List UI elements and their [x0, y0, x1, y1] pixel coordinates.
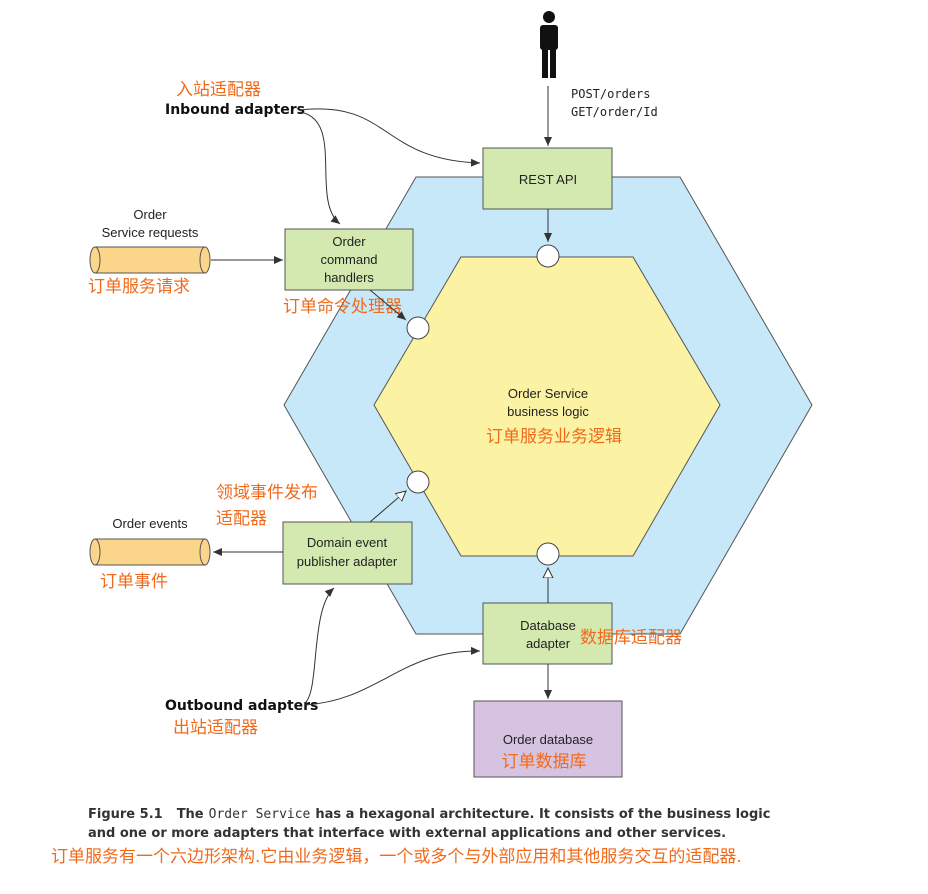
- outbound-to-database-curve: [304, 646, 481, 706]
- request-post-orders: POST/orders: [571, 87, 650, 101]
- caption-cn: 订单服务有一个六边形架构.它由业务逻辑，一个或多个与外部应用和其他服务交互的适配…: [51, 847, 742, 867]
- service-requests-cn: 订单服务请求: [88, 277, 190, 297]
- inner-hexagon: [373, 256, 721, 557]
- database-adapter-cn: 数据库适配器: [580, 628, 682, 648]
- person-icon: [540, 11, 558, 78]
- port-command: [406, 316, 430, 340]
- caption-the: The: [177, 807, 204, 822]
- port-top: [536, 244, 560, 268]
- inbound-adapters-cn: 入站适配器: [176, 80, 261, 100]
- rest-api-box: [482, 147, 613, 210]
- publisher-to-port-arrow: [369, 491, 406, 523]
- outbound-adapters-cn: 出站适配器: [173, 718, 258, 738]
- event-publisher-box: [282, 521, 413, 585]
- caption-rest1: has a hexagonal architecture. It consist…: [315, 807, 770, 822]
- database-adapter-line1: Database: [520, 618, 576, 633]
- inbound-to-rest-curve: [299, 108, 481, 167]
- order-database-box: [473, 700, 623, 778]
- rest-api-label: REST API: [519, 172, 577, 187]
- port-database: [536, 542, 560, 566]
- order-events-cn: 订单事件: [100, 572, 168, 592]
- port-events: [406, 470, 430, 494]
- service-requests-line1: Order: [133, 207, 167, 222]
- command-handlers-cn: 订单命令处理器: [283, 297, 402, 317]
- caption-line1: Figure 5.1 The Order Service has a hexagona…: [88, 807, 770, 822]
- caption-code: Order Service: [209, 807, 311, 822]
- database-adapter-box: [482, 602, 613, 665]
- event-publisher-line1: Domain event: [307, 535, 388, 550]
- command-handlers-line2: command: [320, 252, 377, 267]
- event-publisher-line2: publisher adapter: [297, 554, 398, 569]
- order-events-label: Order events: [112, 516, 188, 531]
- event-publisher-cn-line1: 领域事件发布: [216, 483, 318, 503]
- caption-line2: and one or more adapters that interface …: [88, 826, 726, 841]
- business-logic-line2: business logic: [507, 404, 589, 419]
- service-requests-line2: Service requests: [102, 225, 199, 240]
- outbound-adapters-label: Outbound adapters: [165, 698, 318, 714]
- handlers-to-port-arrow: [369, 289, 407, 321]
- command-handlers-box: [284, 228, 414, 291]
- service-requests-queue: [89, 246, 211, 274]
- caption-figure: Figure 5.1: [88, 807, 163, 822]
- request-get-order: GET/order/Id: [571, 105, 658, 119]
- order-database-label: Order database: [503, 732, 593, 747]
- database-adapter-line2: adapter: [526, 636, 571, 651]
- inbound-adapters-label: Inbound adapters: [165, 102, 305, 118]
- business-logic-line1: Order Service: [508, 386, 588, 401]
- command-handlers-line1: Order: [332, 234, 366, 249]
- outbound-to-publisher-curve: [304, 587, 335, 704]
- business-logic-cn: 订单服务业务逻辑: [486, 427, 622, 447]
- order-database-cn: 订单数据库: [502, 752, 587, 772]
- order-events-queue: [89, 538, 211, 566]
- inbound-to-handlers-curve: [299, 111, 341, 225]
- event-publisher-cn-line2: 适配器: [216, 509, 267, 529]
- command-handlers-line3: handlers: [324, 270, 374, 285]
